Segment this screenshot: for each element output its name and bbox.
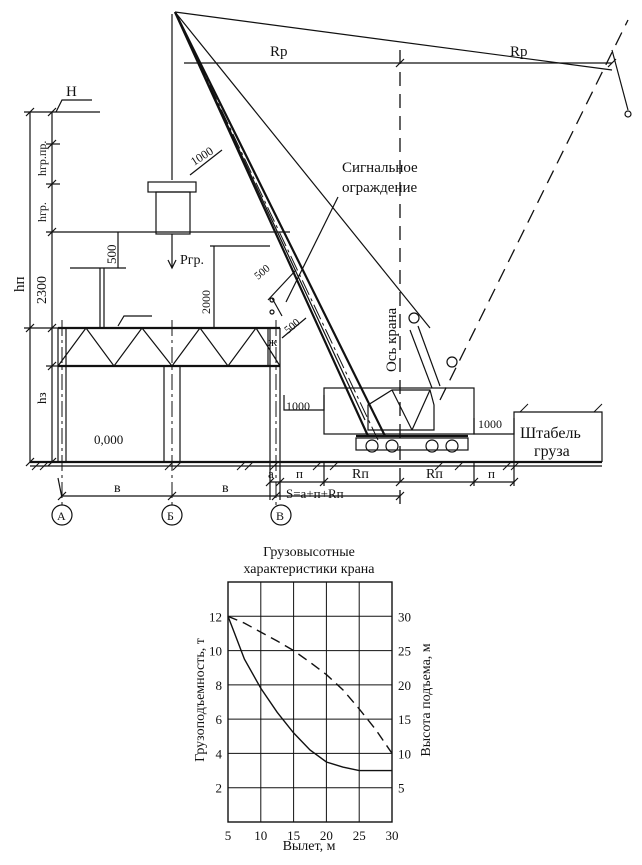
bottom-dimension-chain	[57, 462, 519, 501]
chart-x-tick-label: 20	[320, 828, 333, 843]
chart-x-tick-label: 30	[386, 828, 399, 843]
h-gr-pr-label: hгр.пр.	[35, 141, 49, 176]
chart-x-tick-label: 15	[287, 828, 300, 843]
dim-2000-lines	[210, 245, 270, 328]
cargo-stack	[513, 403, 603, 462]
chart-ylabel: Грузоподъемность, т	[193, 638, 208, 762]
chart-title-line2: характеристики крана	[243, 562, 375, 577]
axis-bubbles	[51, 504, 292, 526]
roof-truss	[57, 326, 281, 368]
chart-series-line-capacity	[227, 616, 392, 772]
signal-fence-label-2: ограждение	[342, 180, 418, 196]
chart-y-tick-label: 12	[209, 609, 222, 624]
crane-boom	[173, 11, 386, 441]
rp-right-label: Rр	[510, 44, 528, 60]
rp-dimension-lines	[184, 49, 632, 118]
axis-a-label: А	[57, 509, 66, 523]
dim-1000-right-label: 1000	[478, 417, 502, 431]
fence-post	[99, 268, 105, 328]
chart-series	[227, 615, 393, 772]
dim-1000-boom-label: 1000	[188, 144, 216, 169]
crane-body	[323, 312, 475, 453]
hoist-rope	[174, 11, 613, 329]
chart-grid	[227, 581, 393, 823]
h-top-marker	[55, 99, 92, 113]
h-gr-label: hгр.	[35, 202, 49, 222]
load-block	[147, 14, 197, 270]
rotated-boom-dashed	[439, 19, 629, 401]
h-top-label: Н	[66, 84, 77, 100]
chart-y2-tick-label: 25	[398, 644, 411, 659]
chart-y-tick-label: 10	[209, 644, 222, 659]
chart-y2-tick-label: 10	[398, 746, 411, 761]
chart-x-tick-label: 5	[225, 828, 232, 843]
dim-2000-label: 2000	[199, 290, 213, 314]
dim-p1-label: п	[296, 466, 303, 481]
dim-a-label: а	[268, 466, 274, 481]
h-z-label: hз	[34, 392, 49, 404]
dim-v2-label: в	[222, 481, 229, 496]
chart-y2-tick-label: 5	[398, 781, 405, 796]
dim-p2-label: п	[488, 466, 495, 481]
signal-fence-leader	[269, 196, 339, 317]
stack-label-1: Штабель	[520, 425, 581, 442]
dim-500-top-lines	[70, 232, 126, 269]
dim-v1-label: в	[114, 481, 121, 496]
h-p-label: hп	[12, 276, 28, 292]
formula-s-label: S=а+п+Rп	[286, 486, 344, 501]
load-force-label: Ргр.	[180, 253, 204, 268]
chart-y-tick-label: 8	[216, 678, 223, 693]
axis-v-label: В	[276, 509, 284, 523]
chart-ticks: 5 10 15 20 25 30 2 4 6 8 10 12 5 10 15 20 25 30	[209, 609, 411, 843]
chart-xlabel: Вылет, м	[283, 839, 336, 854]
column-axes	[61, 320, 277, 508]
axis-b-label: Б	[167, 509, 174, 523]
level-zero-label: 0,000	[94, 432, 123, 447]
dim-rp2-label: Rп	[426, 467, 443, 482]
dim-2300-label: 2300	[35, 276, 50, 304]
chart-y-tick-label: 6	[216, 712, 223, 727]
dim-1000-left-label: 1000	[286, 399, 310, 413]
crane-axis-label: Ось крана	[384, 307, 400, 372]
ground-hatching	[31, 461, 520, 471]
building-columns	[57, 328, 281, 462]
chart-y2-tick-label: 20	[398, 678, 411, 693]
rp-left-label: Rр	[270, 44, 288, 60]
stack-label-2: груза	[534, 443, 570, 460]
signal-fence-label-1: Сигнальное	[342, 160, 418, 176]
dim-500-top-label: 500	[104, 245, 119, 265]
chart-title-line1: Грузовысотные	[263, 545, 355, 560]
dim-500-b-label: 500	[282, 316, 303, 336]
letter-zh-label: ж	[267, 334, 278, 349]
dim-rp1-label: Rп	[352, 467, 369, 482]
roof-level-marker	[117, 315, 152, 327]
left-dimension-chain	[24, 107, 290, 467]
chart-y2label: Высота подъема, м	[419, 643, 434, 756]
chart-y2-tick-label: 15	[398, 712, 411, 727]
chart-y2-tick-label: 30	[398, 609, 411, 624]
chart-x-tick-label: 25	[353, 828, 366, 843]
chart-y-tick-label: 2	[216, 781, 223, 796]
chart-y-tick-label: 4	[216, 746, 223, 761]
chart-frame	[227, 581, 393, 823]
chart-x-tick-label: 10	[254, 828, 267, 843]
dim-500-a-label: 500	[252, 262, 273, 282]
boom-clearance-lines	[189, 149, 307, 339]
load-height-chart: Грузовысотные характеристики крана 5 10 15…	[193, 545, 434, 854]
